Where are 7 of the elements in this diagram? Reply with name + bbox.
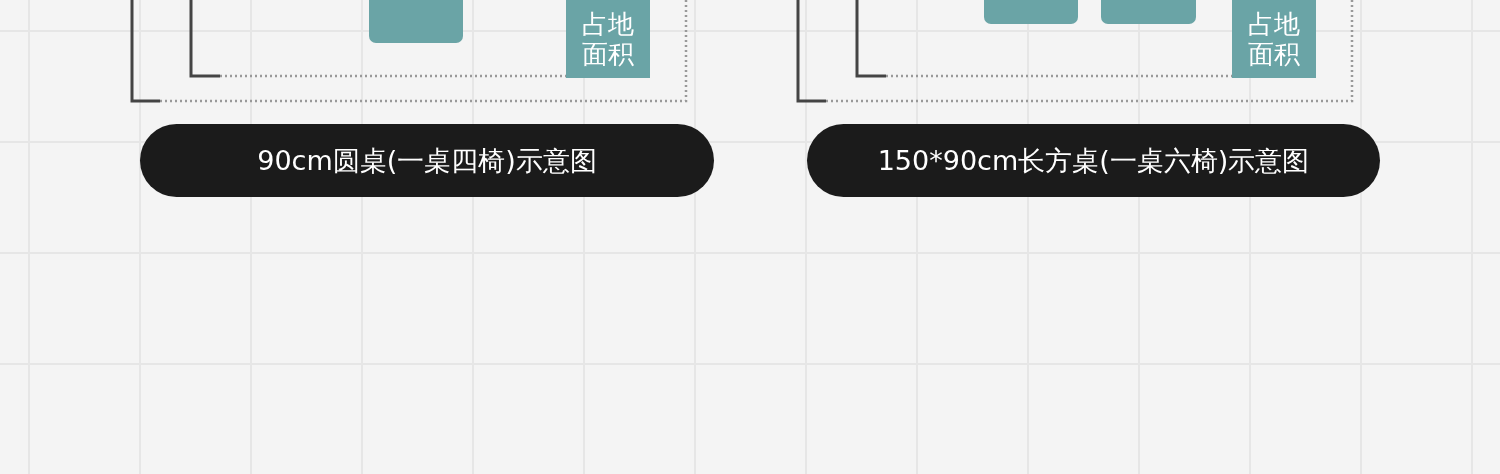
area-tag: 占地面积 — [566, 0, 650, 78]
caption-banner: 150*90cm长方桌(一桌六椅)示意图 — [807, 124, 1380, 197]
chair-shape — [1101, 0, 1196, 24]
caption-banner: 90cm圆桌(一桌四椅)示意图 — [140, 124, 714, 197]
chair-shape — [369, 0, 463, 43]
chair-shape — [984, 0, 1078, 24]
area-tag: 占地面积 — [1232, 0, 1316, 78]
